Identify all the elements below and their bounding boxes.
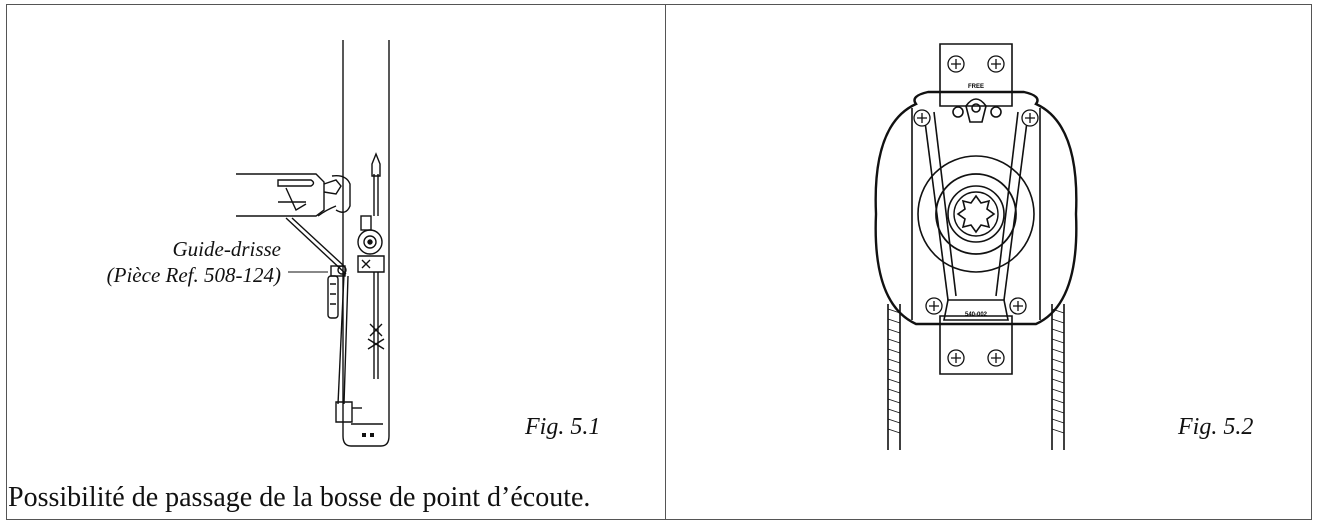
fig-label-5-1: Fig. 5.1 [525, 414, 601, 440]
panel-divider [665, 4, 666, 520]
figure-5-1-panel: Guide-drisse (Pièce Ref. 508-124) Fig. 5… [6, 4, 665, 520]
fig-label-5-2: Fig. 5.2 [1178, 414, 1254, 440]
mast-drawing [236, 40, 390, 447]
furling-drum-drawing: FREE 540-002 [874, 43, 1078, 450]
plate-text-free: FREE [968, 84, 984, 90]
callout-line-1: Guide-drisse [172, 237, 282, 261]
plate-text-part-number: 540-002 [965, 312, 988, 318]
callout-line-2: (Pièce Ref. 508-124) [106, 263, 281, 287]
figure-5-2-panel: FREE 540-002 Fig. 5.2 [666, 4, 1312, 520]
callout-guide-drisse: Guide-drisse (Pièce Ref. 508-124) [106, 236, 281, 288]
figure-frame [6, 4, 1312, 520]
figure-caption: Possibilité de passage de la bosse de po… [8, 482, 591, 513]
